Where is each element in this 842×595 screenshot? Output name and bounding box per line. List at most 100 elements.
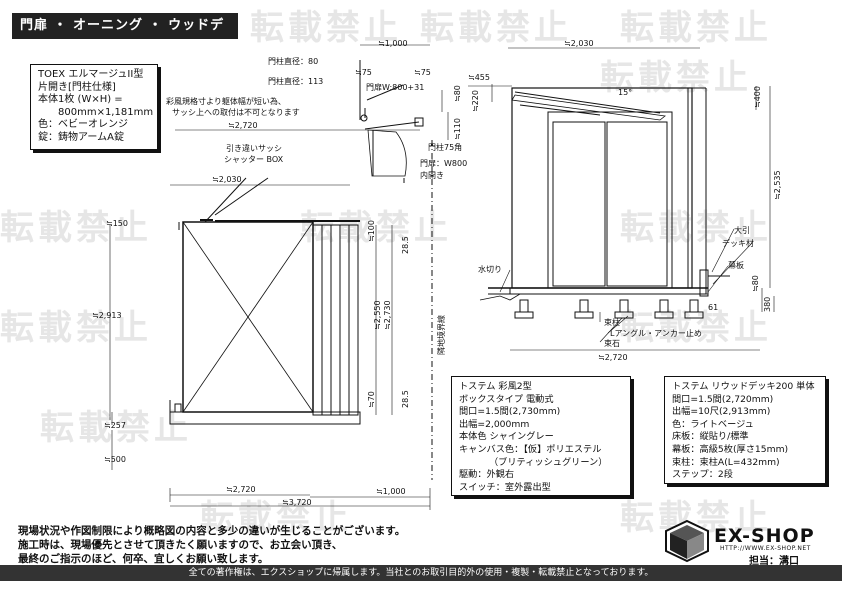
note-line: 最終のご指示のほど、何卒、宜しくお願い致します。 [18,553,269,565]
dim-28-5-top: 28.5 [401,236,410,254]
gate-spec-line: 錠：鋳物アームA錠 [38,131,124,143]
footer-copyright: 全ての著作権は、エクスショップに帰属します。当社とのお取引目的外の使用・複製・転… [0,565,842,581]
page-title: 門扉 ・ オーニング ・ ウッドデッキ [12,13,238,59]
awning-spec-line: 出幅=2,000mm [459,418,530,430]
gate-spec-line: TOEX エルマージュII型 [38,69,144,80]
deck-spec-box: トステム リウッドデッキ200 単体 間口=1.5間(2,720mm) 出幅=1… [664,376,826,484]
awning-spec-line: スイッチ：室外露出型 [459,481,551,493]
gate-w800: 門扉：W800 [420,158,467,168]
deck-elevation [479,269,730,319]
watermark-text: 転載禁止 [200,498,352,538]
note-line: 現場状況や作図制限により概略図の内容と多少の違いが生じることがございます。 [18,525,406,537]
watermark-text: 転載禁止 [420,8,572,48]
awning-spec-line: 本体色 シャイングレー [459,431,554,443]
watermark-text: 転載禁止 [620,208,772,248]
dim-500: ≒500 [104,455,126,464]
dim-1000-bottom: ≒1,000 [376,487,406,496]
deck-spec-line: トステム リウッドデッキ200 単体 [672,381,815,392]
dim-75-b: ≒75 [414,68,431,77]
dim-61: 61 [708,303,718,312]
awning-spec-line: 駆動：外観右 [459,469,515,481]
gate-spec-box: TOEX エルマージュII型 片開き[門柱仕様] 本体1枚 (W×H) = 80… [30,64,158,150]
dim-75-a: ≒75 [355,68,372,77]
post-diameter-80: 門柱直径：80 [268,56,318,66]
label-mizukiri: 水切り [478,264,502,274]
label-makuita: 幕板 [728,260,744,270]
plan-dimensions [109,44,431,510]
sash-label: 引き違いサッシ [226,143,282,153]
dim-80-vertical: ≒80 [453,85,462,102]
label-deck-material: デッキ材 [722,238,754,248]
dim-2550: ≒2,550 [373,300,382,330]
awning-spec-line: ボックスタイプ 電動式 [459,393,554,405]
shutter-box-label: シャッター BOX [224,155,284,164]
brand-name: EX-SHOP [714,525,815,547]
dim-2730: ≒2,730 [383,300,392,330]
awning-spec-line: （ブリティッシュグリーン） [489,456,608,468]
watermark-text: 転載禁止 [600,58,752,98]
watermark-text: 転載禁止 [40,408,192,448]
boundary-line-label: 隣地境界線 [436,315,446,355]
dim-28-5-bottom: 28.5 [401,390,410,408]
awning-spec-line: トステム 彩風2型 [459,381,532,392]
dim-257: ≒257 [104,421,126,430]
note-line: 施工時は、現場優先とさせて頂きたく願いますので、お立会い頂き、 [18,539,343,551]
dim-2720-side: ≒2,720 [598,353,628,362]
awning-spec-line: キャンバス色：【仮】ポリエステル [459,443,602,455]
awning-note-line2: サッシ上への取付は不可となります [172,107,300,117]
gate-plan [359,60,433,480]
deck-spec-line: 出幅=10尺(2,913mm) [672,406,771,418]
gate-post-75: 門柱75角 [428,142,462,152]
dim-455: ≒455 [468,73,490,82]
watermark-text: 転載禁止 [0,308,152,348]
deck-plan [169,177,361,425]
watermark-text: 転載禁止 [620,308,772,348]
deck-spec-line: 幕板：高級5枚(厚さ15mm) [672,443,789,455]
dim-2913: ≒2,913 [92,311,122,320]
post-diameter-113: 門柱直径：113 [268,76,323,86]
gate-width-label: 門扉W:800+31 [366,82,424,92]
label-angle-anchor: Lアングル・アンカー止め [610,328,702,338]
gate-spec-line: 本体1枚 (W×H) = [38,94,123,106]
dim-2030-plan: ≒2,030 [212,175,242,184]
label-tsukabashira: 束柱 [604,317,620,327]
dim-2720-bottom: ≒2,720 [226,485,256,494]
side-dimensions [441,47,775,351]
dim-400: ≒400 [753,86,762,108]
deck-spec-line: 床板：縦貼り/標準 [672,431,749,443]
inward-opening: 内開き [420,170,444,180]
watermark-text: 転載禁止 [0,208,152,248]
building-elevation [511,87,707,289]
awning-note-line1: 彩風規格寸より躯体幅が短い為、 [166,96,286,106]
dim-150: ≒150 [106,219,128,228]
staff-name: 担当：溝口 [749,556,799,567]
deck-spec-line: 色：ライトベージュ [672,418,754,430]
deck-spec-line: 束柱：束柱A(L=432mm) [672,456,780,468]
dim-1000-top: ≒1,000 [378,39,408,48]
awning-spec-line: 間口=1.5間(2,730mm) [459,406,561,418]
angle-15: 15° [618,88,632,97]
dim-2720-top: ≒2,720 [228,121,258,130]
label-tsukaishi: 束石 [604,339,620,348]
awning-spec-box: トステム 彩風2型 ボックスタイプ 電動式 間口=1.5間(2,730mm) 出… [451,376,631,496]
watermark-text: 転載禁止 [250,8,402,48]
dim-2030-side: ≒2,030 [564,39,594,48]
dim-80-side: ≒80 [751,275,760,292]
dim-100: ≒100 [367,220,376,242]
dim-220: ≒220 [471,90,480,112]
dim-110: ≒110 [453,118,462,140]
ex-shop-logo-icon [665,519,709,563]
brand-url: HTTP://WWW.EX-SHOP.NET [720,545,811,552]
watermark-text: 転載禁止 [300,208,452,248]
disclaimer-notes: 現場状況や作図制限により概略図の内容と多少の違いが生じることがございます。 施工… [18,524,405,566]
deck-spec-line: ステップ：2段 [672,469,733,481]
label-ohbiki: 大引 [734,225,750,235]
gate-spec-line: 色：ベビーオレンジ [38,119,128,131]
dim-2535: ≒2,535 [773,170,782,200]
deck-spec-line: 間口=1.5間(2,720mm) [672,393,774,405]
dim-70: ≒70 [367,391,376,408]
dim-380: 380 [763,297,772,312]
dim-3720: ≒3,720 [282,498,312,507]
watermark-text: 転載禁止 [620,8,772,48]
